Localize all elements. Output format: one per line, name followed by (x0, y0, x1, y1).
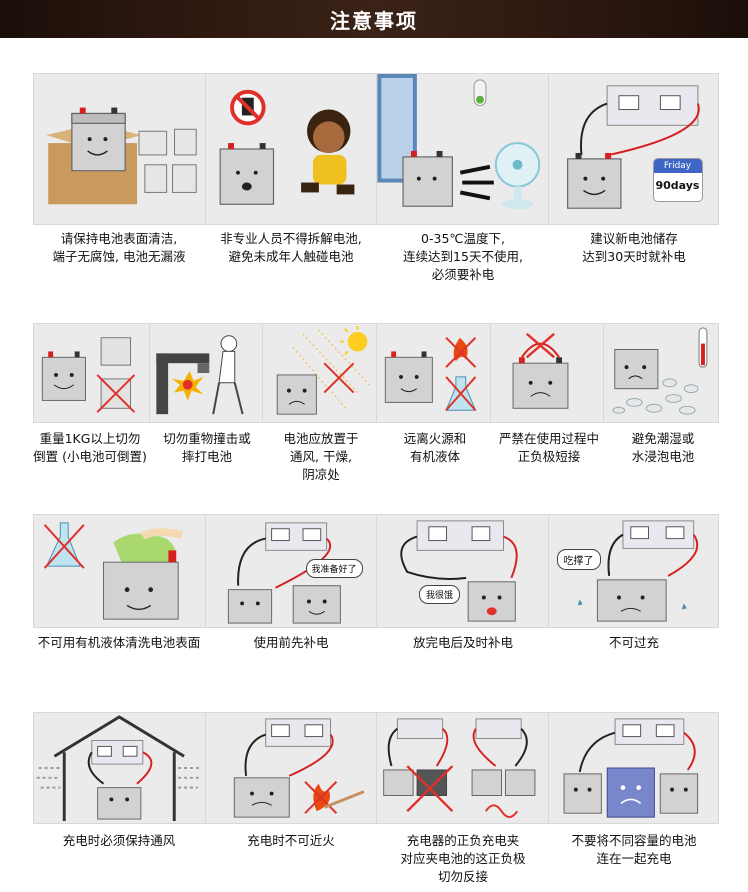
illus-no-inversion (34, 324, 150, 422)
caption-no-overcharge: 不可过充 (608, 635, 659, 650)
illus-no-impact (149, 324, 264, 422)
caption-no-short-circuit: 严禁在使用过程中正负极短接 (498, 431, 599, 464)
row-4-images (33, 712, 719, 824)
illus-no-overcharge: 吃撑了 (548, 515, 718, 627)
calendar-card: Friday 90days (652, 158, 703, 202)
illus-away-from-fire (377, 324, 491, 422)
caption-cool-dry-place: 电池应放置于通风, 干燥,阴凉处 (283, 431, 359, 482)
page-title: 注意事项 (330, 8, 418, 33)
caption-away-from-fire: 远离火源和有机液体 (403, 431, 467, 464)
caption-avoid-moisture: 避免潮湿或水浸泡电池 (631, 431, 695, 464)
illus-no-fire-while-charging (205, 713, 377, 823)
title-banner: 注意事项 (0, 0, 748, 38)
caption-no-reverse-connection: 充电器的正负充电夹对应夹电池的这正负极切勿反接 (400, 833, 526, 884)
caption-ventilation: 充电时必须保持通风 (62, 833, 176, 848)
caption-charge-before-use: 使用前先补电 (253, 635, 329, 650)
illus-cool-dry-place (263, 324, 377, 422)
illus-avoid-moisture (604, 324, 719, 422)
caption-temperature: 0-35℃温度下,连续达到15天不使用,必须要补电 (403, 231, 523, 282)
illus-temperature-storage (377, 74, 549, 224)
row-3-images: 我准备好了 我很饿 吃撑了 (33, 514, 719, 628)
illus-no-disassembly (205, 74, 377, 224)
caption-no-disassembly: 非专业人员不得拆解电池,避免未成年人触碰电池 (220, 231, 362, 264)
illus-charge-before-use: 我准备好了 (205, 515, 377, 627)
illus-no-short-circuit (490, 324, 605, 422)
illus-no-reverse-connection (377, 713, 549, 823)
calendar-days: 90days (655, 179, 700, 192)
illus-recharge-after-discharge: 我很饿 (377, 515, 549, 627)
caption-no-inversion: 重量1KG以上切勿倒置 (小电池可倒置) (33, 431, 147, 464)
row-2-images (33, 323, 719, 423)
caption-keep-clean: 请保持电池表面清洁,端子无腐蚀, 电池无漏液 (52, 231, 186, 264)
illus-no-organic-cleaning (34, 515, 206, 627)
illus-no-mixed-capacity (548, 713, 718, 823)
caption-no-fire-while-charging: 充电时不可近火 (247, 833, 335, 848)
calendar-day: Friday (653, 159, 702, 173)
caption-no-organic-cleaning: 不可用有机液体清洗电池表面 (37, 635, 201, 650)
caption-new-battery: 建议新电池储存达到30天时就补电 (582, 231, 686, 264)
row-1-images: Friday 90days (33, 73, 719, 225)
illus-ventilation (34, 713, 206, 823)
speech-bubble-full: 吃撑了 (556, 549, 601, 570)
caption-recharge-after-discharge: 放完电后及时补电 (412, 635, 513, 650)
caption-no-mixed-capacity: 不要将不同容量的电池连在一起充电 (571, 833, 697, 866)
speech-bubble-ready: 我准备好了 (305, 559, 363, 578)
illus-new-battery-charge: Friday 90days (548, 74, 718, 224)
caption-no-impact: 切勿重物撞击或摔打电池 (163, 431, 251, 464)
illus-keep-clean (34, 74, 206, 224)
speech-bubble-hungry: 我很饿 (419, 585, 461, 604)
